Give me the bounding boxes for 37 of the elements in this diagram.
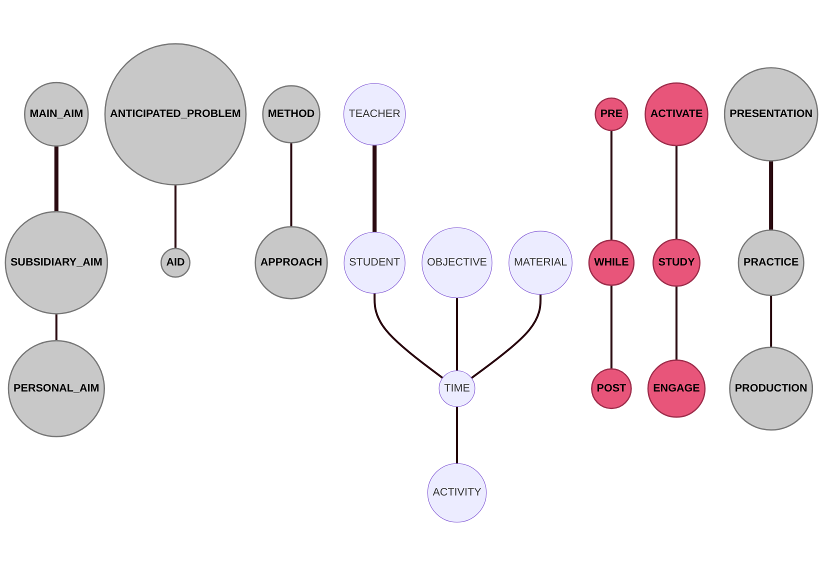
connector	[675, 286, 678, 360]
node-circle: WHILE	[588, 240, 635, 286]
connector	[470, 294, 542, 379]
connector	[675, 146, 678, 240]
node-circle: TIME	[438, 370, 476, 407]
connector	[456, 298, 458, 371]
connector	[456, 406, 458, 464]
node-circle: PRE	[594, 97, 628, 132]
connector	[54, 146, 58, 212]
connector	[610, 285, 612, 369]
connector	[174, 184, 176, 248]
node-circle: PRESENTATION	[724, 67, 818, 162]
node-circle: STUDENT	[344, 232, 406, 294]
node-circle: PRODUCTION	[729, 346, 814, 431]
node-circle: ANTICIPATED_PROBLEM	[104, 43, 247, 186]
node-circle: POST	[591, 368, 632, 410]
connector	[770, 295, 772, 348]
node-circle: TEACHER	[343, 83, 406, 146]
node-circle: SUBSIDIARY_AIM	[4, 211, 108, 314]
node-circle: ENGAGE	[647, 360, 706, 418]
node-circle: METHOD	[262, 85, 320, 144]
node-circle: ACTIVITY	[427, 463, 487, 523]
node-circle: OBJECTIVE	[422, 227, 492, 298]
node-circle: APPROACH	[254, 226, 328, 300]
node-circle: STUDY	[652, 238, 700, 287]
connector	[610, 130, 612, 240]
node-circle: ACTIVATE	[644, 82, 708, 146]
node-circle: AID	[160, 248, 191, 278]
connector	[372, 145, 377, 232]
node-circle: MAIN_AIM	[24, 82, 89, 147]
node-circle: MATERIAL	[508, 230, 572, 295]
node-circle: PERSONAL_AIM	[8, 340, 105, 438]
connector	[290, 142, 292, 227]
node-circle: PRACTICE	[738, 229, 804, 296]
connector	[374, 293, 444, 379]
connector	[55, 314, 58, 341]
connector	[769, 160, 774, 230]
